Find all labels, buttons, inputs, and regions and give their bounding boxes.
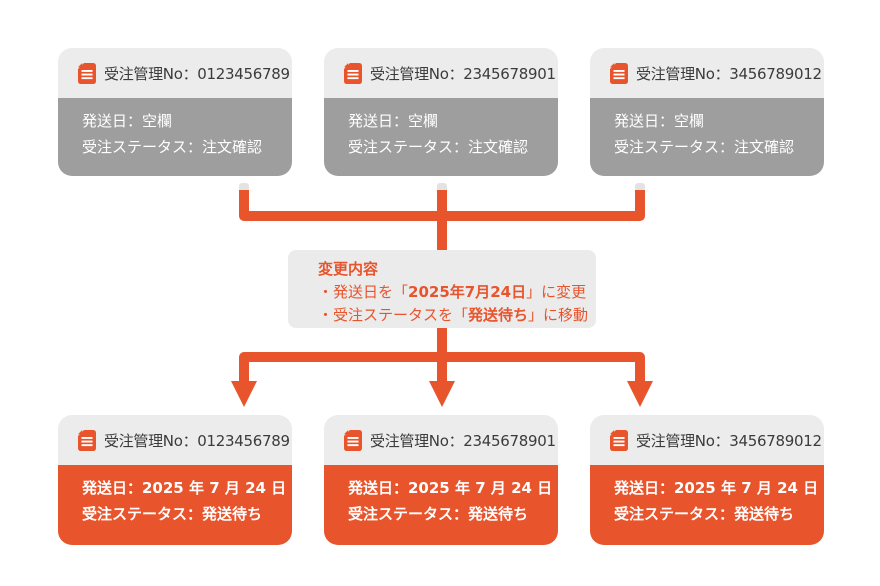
arrowhead-down-icon [429, 381, 455, 407]
card-header: 受注管理No：0123456789 [58, 48, 292, 98]
order-card-after-2: 受注管理No：2345678901 発送日：2025 年 7 月 24 日 受注… [324, 415, 558, 545]
order-number-label: 受注管理No：2345678901 [370, 64, 556, 83]
order-card-after-1: 受注管理No：0123456789 発送日：2025 年 7 月 24 日 受注… [58, 415, 292, 545]
split-arrow-connector [231, 328, 653, 407]
order-number-label: 受注管理No：2345678901 [370, 431, 556, 450]
card-body: 発送日：2025 年 7 月 24 日 受注ステータス：発送待ち [590, 465, 824, 545]
card-header: 受注管理No：0123456789 [58, 415, 292, 465]
order-number-label: 受注管理No：0123456789 [104, 64, 290, 83]
change-item-ship-date: ・発送日を「2025年7月24日」に変更 [318, 281, 596, 304]
card-header: 受注管理No：2345678901 [324, 48, 558, 98]
document-icon [78, 429, 96, 451]
ship-date-text: 発送日：2025 年 7 月 24 日 [614, 479, 819, 497]
change-item-text: 」に移動 [528, 306, 589, 324]
order-card-after-3: 受注管理No：3456789012 発送日：2025 年 7 月 24 日 受注… [590, 415, 824, 545]
ship-date-text: 発送日：2025 年 7 月 24 日 [348, 479, 553, 497]
ship-date-text: 発送日：空欄 [82, 112, 173, 130]
card-body: 発送日：空欄 受注ステータス：注文確認 [324, 98, 558, 176]
order-status-text: 受注ステータス：注文確認 [348, 138, 529, 156]
card-body: 発送日：空欄 受注ステータス：注文確認 [590, 98, 824, 176]
card-header: 受注管理No：3456789012 [590, 48, 824, 98]
card-body: 発送日：2025 年 7 月 24 日 受注ステータス：発送待ち [324, 465, 558, 545]
change-item-text: 」に変更 [526, 283, 587, 301]
order-number-label: 受注管理No：0123456789 [104, 431, 290, 450]
merge-connector [239, 183, 645, 252]
card-header: 受注管理No：2345678901 [324, 415, 558, 465]
change-item-text: ・受注ステータスを「 [318, 306, 469, 324]
card-body: 発送日：空欄 受注ステータス：注文確認 [58, 98, 292, 176]
order-status-text: 受注ステータス：発送待ち [614, 505, 795, 523]
arrowhead-down-icon [627, 381, 653, 407]
document-icon [344, 429, 362, 451]
connector-cap [239, 183, 249, 192]
order-number-label: 受注管理No：3456789012 [636, 64, 822, 83]
change-info-title: 変更内容 [318, 260, 379, 278]
change-item-highlight: 2025年7月24日 [408, 283, 527, 301]
change-info-box: 変更内容 ・発送日を「2025年7月24日」に変更 ・受注ステータスを「発送待ち… [288, 250, 596, 328]
document-icon [610, 62, 628, 84]
document-icon [610, 429, 628, 451]
document-icon [78, 62, 96, 84]
ship-date-text: 発送日：空欄 [614, 112, 705, 130]
order-status-text: 受注ステータス：発送待ち [348, 505, 529, 523]
change-item-status: ・受注ステータスを「発送待ち」に移動 [318, 304, 596, 327]
connector-cap [635, 183, 645, 192]
order-card-before-1: 受注管理No：0123456789 発送日：空欄 受注ステータス：注文確認 [58, 48, 292, 176]
order-card-before-2: 受注管理No：2345678901 発送日：空欄 受注ステータス：注文確認 [324, 48, 558, 176]
order-status-text: 受注ステータス：注文確認 [82, 138, 263, 156]
order-card-before-3: 受注管理No：3456789012 発送日：空欄 受注ステータス：注文確認 [590, 48, 824, 176]
card-body: 発送日：2025 年 7 月 24 日 受注ステータス：発送待ち [58, 465, 292, 545]
change-item-highlight: 発送待ち [468, 306, 529, 324]
order-status-text: 受注ステータス：注文確認 [614, 138, 795, 156]
ship-date-text: 発送日：2025 年 7 月 24 日 [82, 479, 287, 497]
connector-cap [437, 183, 447, 192]
card-header: 受注管理No：3456789012 [590, 415, 824, 465]
order-number-label: 受注管理No：3456789012 [636, 431, 822, 450]
document-icon [344, 62, 362, 84]
order-status-text: 受注ステータス：発送待ち [82, 505, 263, 523]
arrowhead-down-icon [231, 381, 257, 407]
ship-date-text: 発送日：空欄 [348, 112, 439, 130]
change-item-text: ・発送日を「 [318, 283, 409, 301]
